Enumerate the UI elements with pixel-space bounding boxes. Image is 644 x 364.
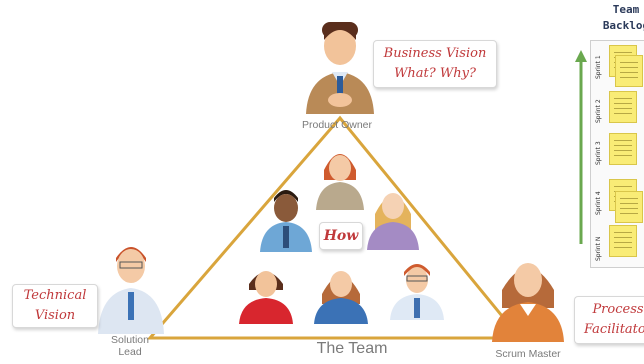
- team-member-blonde: [367, 193, 419, 250]
- process-facilitator-callout: Process Facilitator: [574, 296, 644, 344]
- sprint-label-1: Sprint 1: [595, 55, 602, 79]
- business-vision-line1: Business Vision: [383, 46, 487, 61]
- backlog-title-line2: Backlog: [602, 19, 644, 32]
- scrum-master-avatar: [492, 263, 564, 342]
- team-member-red-shirt: [239, 271, 293, 324]
- team-member-blue-dress: [314, 271, 368, 324]
- business-vision-line2: What? Why?: [394, 66, 476, 81]
- how-label: How: [323, 228, 359, 244]
- backlog-card: [609, 91, 637, 123]
- business-vision-callout: Business Vision What? Why?: [373, 40, 497, 88]
- backlog-title-line1: Team: [612, 3, 640, 16]
- process-line2: Facilitator: [584, 322, 644, 337]
- backlog-panel: Sprint 1 Sprint 2 Sprint 3 Sprint 4 Spri…: [590, 40, 644, 268]
- backlog-arrow: [575, 50, 587, 244]
- solution-lead-line1: Solution: [111, 334, 149, 346]
- scrum-master-label: Scrum Master: [495, 348, 561, 360]
- backlog-card: [609, 133, 637, 165]
- backlog-card: [615, 191, 643, 223]
- backlog-card: [609, 225, 637, 257]
- product-owner-avatar: [306, 22, 374, 114]
- sprint-label-n: Sprint N: [595, 236, 602, 261]
- process-line1: Process: [592, 302, 644, 317]
- backlog-title: Team Backlog: [596, 2, 644, 34]
- technical-vision-line1: Technical: [23, 288, 87, 303]
- technical-vision-callout: Technical Vision: [12, 284, 98, 328]
- product-owner-label: Product Owner: [301, 119, 373, 131]
- solution-lead-avatar: [98, 247, 164, 334]
- backlog-card: [615, 55, 643, 87]
- team-member-red-hair: [316, 154, 364, 210]
- sprint-label-3: Sprint 3: [595, 141, 602, 165]
- solution-lead-line2: Lead: [118, 346, 142, 358]
- how-callout: How: [319, 222, 363, 250]
- solution-lead-label: Solution Lead: [90, 334, 170, 358]
- sprint-label-2: Sprint 2: [595, 99, 602, 123]
- team-member-dark-skin: [260, 190, 312, 252]
- sprint-label-4: Sprint 4: [595, 191, 602, 215]
- team-label: The Team: [316, 340, 388, 357]
- team-member-glasses: [390, 264, 444, 320]
- technical-vision-line2: Vision: [34, 308, 76, 323]
